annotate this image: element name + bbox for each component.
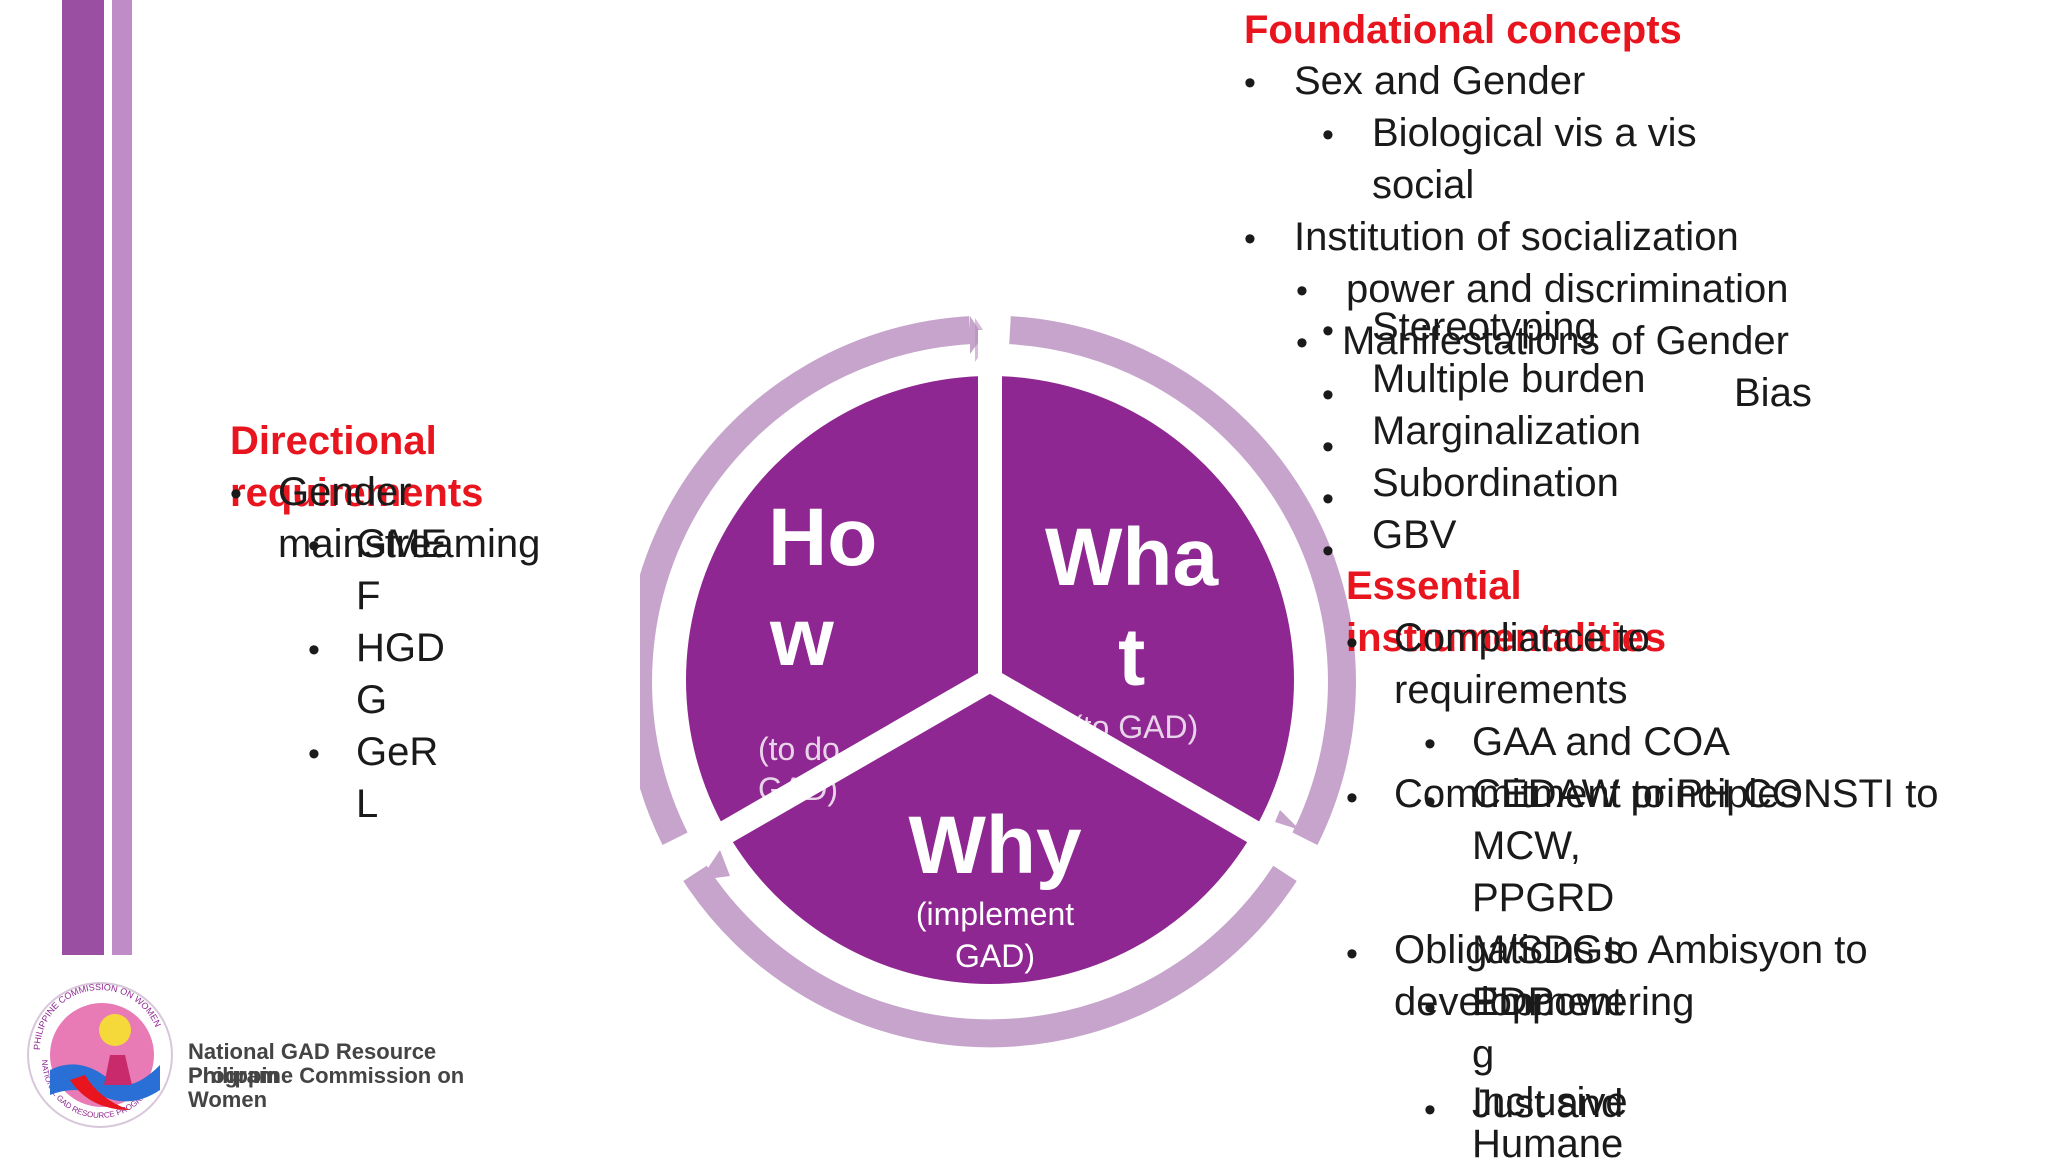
directional-sub-1-line1: GME bbox=[356, 522, 448, 566]
bullet-dot: • bbox=[1322, 532, 1334, 570]
foundational-bio-line1: Biological vis a vis bbox=[1372, 111, 1697, 155]
essential-mcw: MCW, bbox=[1472, 824, 1581, 868]
foundational-power: power and discrimination bbox=[1346, 267, 1789, 311]
logo-sun-icon bbox=[99, 1014, 131, 1046]
how-title-line1: Ho bbox=[768, 492, 877, 583]
foundational-marginalization: Marginalization bbox=[1372, 409, 1642, 453]
foundational-multiple-burden: Multiple burden bbox=[1372, 357, 1646, 401]
bullet-dot: • bbox=[1322, 480, 1334, 518]
what-sub: (to GAD) bbox=[1072, 709, 1198, 745]
bullet-dot: • bbox=[1296, 324, 1308, 362]
credit-line-2: Program bbox=[188, 1063, 279, 1088]
essential-obligations: Obligations to Ambisyon to bbox=[1394, 928, 1868, 972]
essential-pdp: PDP bbox=[1472, 980, 1555, 1024]
essential-g: g bbox=[1472, 1032, 1495, 1076]
essential-ppgrd: PPGRD bbox=[1472, 876, 1615, 920]
foundational-manifestations: Manifestations of Gender bbox=[1342, 319, 1789, 363]
left-decor-bar-narrow bbox=[112, 0, 132, 955]
logo-red-swoosh-icon bbox=[70, 1075, 130, 1110]
bullet-dot: • bbox=[1346, 624, 1358, 662]
how-title-line2: w bbox=[769, 592, 834, 683]
foundational-subordination: Subordination bbox=[1372, 461, 1619, 505]
outer-ring-arc-why bbox=[683, 865, 1297, 1048]
bullet-dot: • bbox=[1424, 989, 1436, 1027]
divider-right bbox=[984, 669, 1296, 864]
bullet-dot: • bbox=[1424, 725, 1436, 763]
essential-just-humane-line2: Humane bbox=[1472, 1122, 1624, 1166]
bullet-dot: • bbox=[308, 631, 320, 669]
bullet-dot: • bbox=[1322, 428, 1334, 466]
how-sub-line2: GAD) bbox=[758, 771, 838, 807]
credits-block-overlap: Philippine Commission on Women bbox=[188, 1064, 464, 1112]
essential-development: development bbox=[1394, 980, 1624, 1024]
bullet-dot: • bbox=[308, 527, 320, 565]
essential-gaa-coa: GAA and COA bbox=[1472, 720, 1730, 764]
essential-commitment: Commitment to PH CONSTI to bbox=[1394, 772, 1939, 816]
directional-sub-3-line2: L bbox=[356, 782, 379, 826]
foundational-bio-line2: social bbox=[1372, 163, 1475, 207]
foundational-heading: Foundational concepts bbox=[1244, 8, 1682, 52]
directional-item-gender: Gender bbox=[278, 470, 412, 514]
how-sub-line1: (to do bbox=[758, 731, 840, 767]
why-title: Why bbox=[908, 800, 1081, 891]
essential-just-humane-line1: Just and bbox=[1472, 1082, 1624, 1126]
directional-sub-3-line1: GeR bbox=[356, 730, 439, 774]
bullet-dot: • bbox=[1296, 272, 1308, 310]
bullet-dot: • bbox=[1346, 779, 1358, 817]
foundational-bias: Bias bbox=[1734, 371, 1812, 415]
bullet-dot: • bbox=[1424, 783, 1436, 821]
bullet-dot: • bbox=[1322, 116, 1334, 154]
essential-msdg: M/SDGs bbox=[1472, 928, 1624, 972]
directional-sub-1-line2: F bbox=[356, 574, 381, 618]
essential-inclusive: Inclusive bbox=[1472, 1080, 1628, 1124]
what-title-line1: Wha bbox=[1045, 512, 1219, 603]
gad-cycle-diagram: Ho w (to do GAD) Wha t (to GAD) Why (imp… bbox=[640, 316, 1356, 1048]
outer-ring-arc-how bbox=[640, 316, 971, 845]
arrow-head-what bbox=[1275, 810, 1300, 830]
why-sub-line2: GAD) bbox=[955, 938, 1035, 974]
credit-line-3: Philippine Commission on bbox=[188, 1063, 465, 1088]
left-decor-bar-wide bbox=[62, 0, 104, 955]
foundational-sex-gender: Sex and Gender bbox=[1294, 59, 1586, 103]
arrow-head-why bbox=[700, 850, 730, 880]
bullet-dot: • bbox=[1244, 64, 1256, 102]
bullet-dot: • bbox=[1424, 1091, 1436, 1129]
directional-item-mainstreaming: mainstreaming bbox=[278, 522, 541, 566]
essential-compliance-line2: requirements bbox=[1394, 668, 1628, 712]
directional-sub-2-line1: HGD bbox=[356, 626, 445, 670]
logo-figure-icon bbox=[104, 1055, 132, 1085]
bullet-dot: • bbox=[1322, 376, 1334, 414]
essential-empowering: Empowering bbox=[1472, 980, 1695, 1024]
credit-line-1: National GAD Resource bbox=[188, 1039, 437, 1064]
credits-block: National GAD Resource Program bbox=[188, 1040, 436, 1088]
outer-ring-arc-what bbox=[1009, 316, 1356, 845]
essential-heading: Essential instrumentalities bbox=[1346, 564, 1667, 660]
essential-compliance-line1: Compliance to bbox=[1394, 616, 1650, 660]
directional-sub-2-line2: G bbox=[356, 678, 388, 722]
bullet-dot: • bbox=[230, 475, 242, 513]
bullet-dot: • bbox=[1346, 935, 1358, 973]
why-segment bbox=[726, 680, 1254, 984]
foundational-gbv: GBV bbox=[1372, 513, 1457, 557]
what-title-line2: t bbox=[1118, 612, 1145, 703]
bullet-dot: • bbox=[308, 735, 320, 773]
divider-left bbox=[684, 669, 996, 864]
directional-heading: Directional requirements bbox=[230, 419, 484, 515]
foundational-institution: Institution of socialization bbox=[1294, 215, 1739, 259]
bullet-dot: • bbox=[1244, 220, 1256, 258]
pcw-logo: PHILIPPINE COMMISSION ON WOMEN NATIONAL … bbox=[27, 982, 173, 1128]
why-sub-line1: (implement bbox=[916, 896, 1074, 932]
credit-line-4: Women bbox=[188, 1087, 268, 1112]
bullet-dot: • bbox=[1322, 312, 1334, 350]
foundational-stereotyping: Stereotyping bbox=[1372, 305, 1597, 349]
essential-cedaw: CEDAW principles bbox=[1472, 772, 1800, 816]
